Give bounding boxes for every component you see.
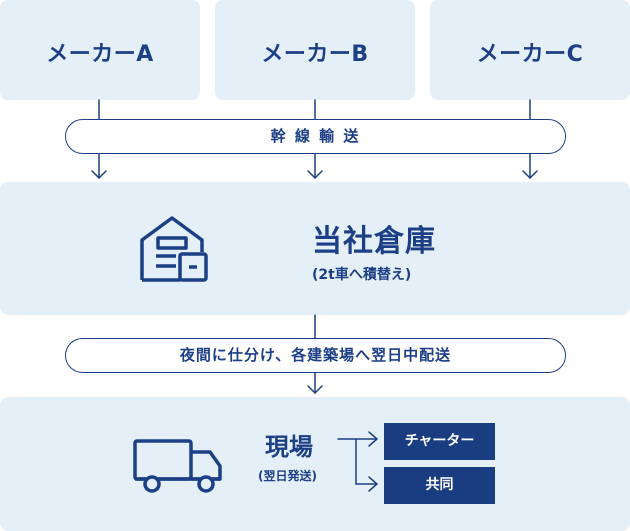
maker-label-b: メーカーB <box>261 42 369 67</box>
truck-icon <box>133 439 222 493</box>
arrowhead-b <box>307 170 323 180</box>
site-title: 現場 <box>265 433 313 461</box>
maker-label-c: メーカーC <box>476 42 584 67</box>
arrowhead-charter <box>368 431 379 447</box>
night-delivery-label: 夜間に仕分け、各建築場へ翌日中配送 <box>65 338 566 373</box>
warehouse-subtitle: (2t車へ積替え) <box>312 267 412 283</box>
joint-option: 共同 <box>384 467 495 504</box>
site-box: 現場 (翌日発送) <box>0 397 630 531</box>
arrowhead-joint <box>368 476 379 492</box>
maker-box-c: メーカーC <box>430 0 630 100</box>
warehouse-icon <box>140 216 208 282</box>
arrowhead-site <box>307 385 323 395</box>
maker-box-a: メーカーA <box>0 0 200 100</box>
warehouse-box: 当社倉庫 (2t車へ積替え) <box>0 182 630 315</box>
maker-label-a: メーカーA <box>46 42 154 67</box>
site-subtitle: (翌日発送) <box>258 469 317 483</box>
branch-connector <box>337 438 377 485</box>
trunk-transport-label: 幹 線 輸 送 <box>65 119 566 154</box>
maker-box-b: メーカーB <box>215 0 415 100</box>
warehouse-title: 当社倉庫 <box>312 224 436 259</box>
charter-option: チャーター <box>384 423 495 460</box>
arrowhead-a <box>91 170 107 180</box>
arrowhead-c <box>522 170 538 180</box>
